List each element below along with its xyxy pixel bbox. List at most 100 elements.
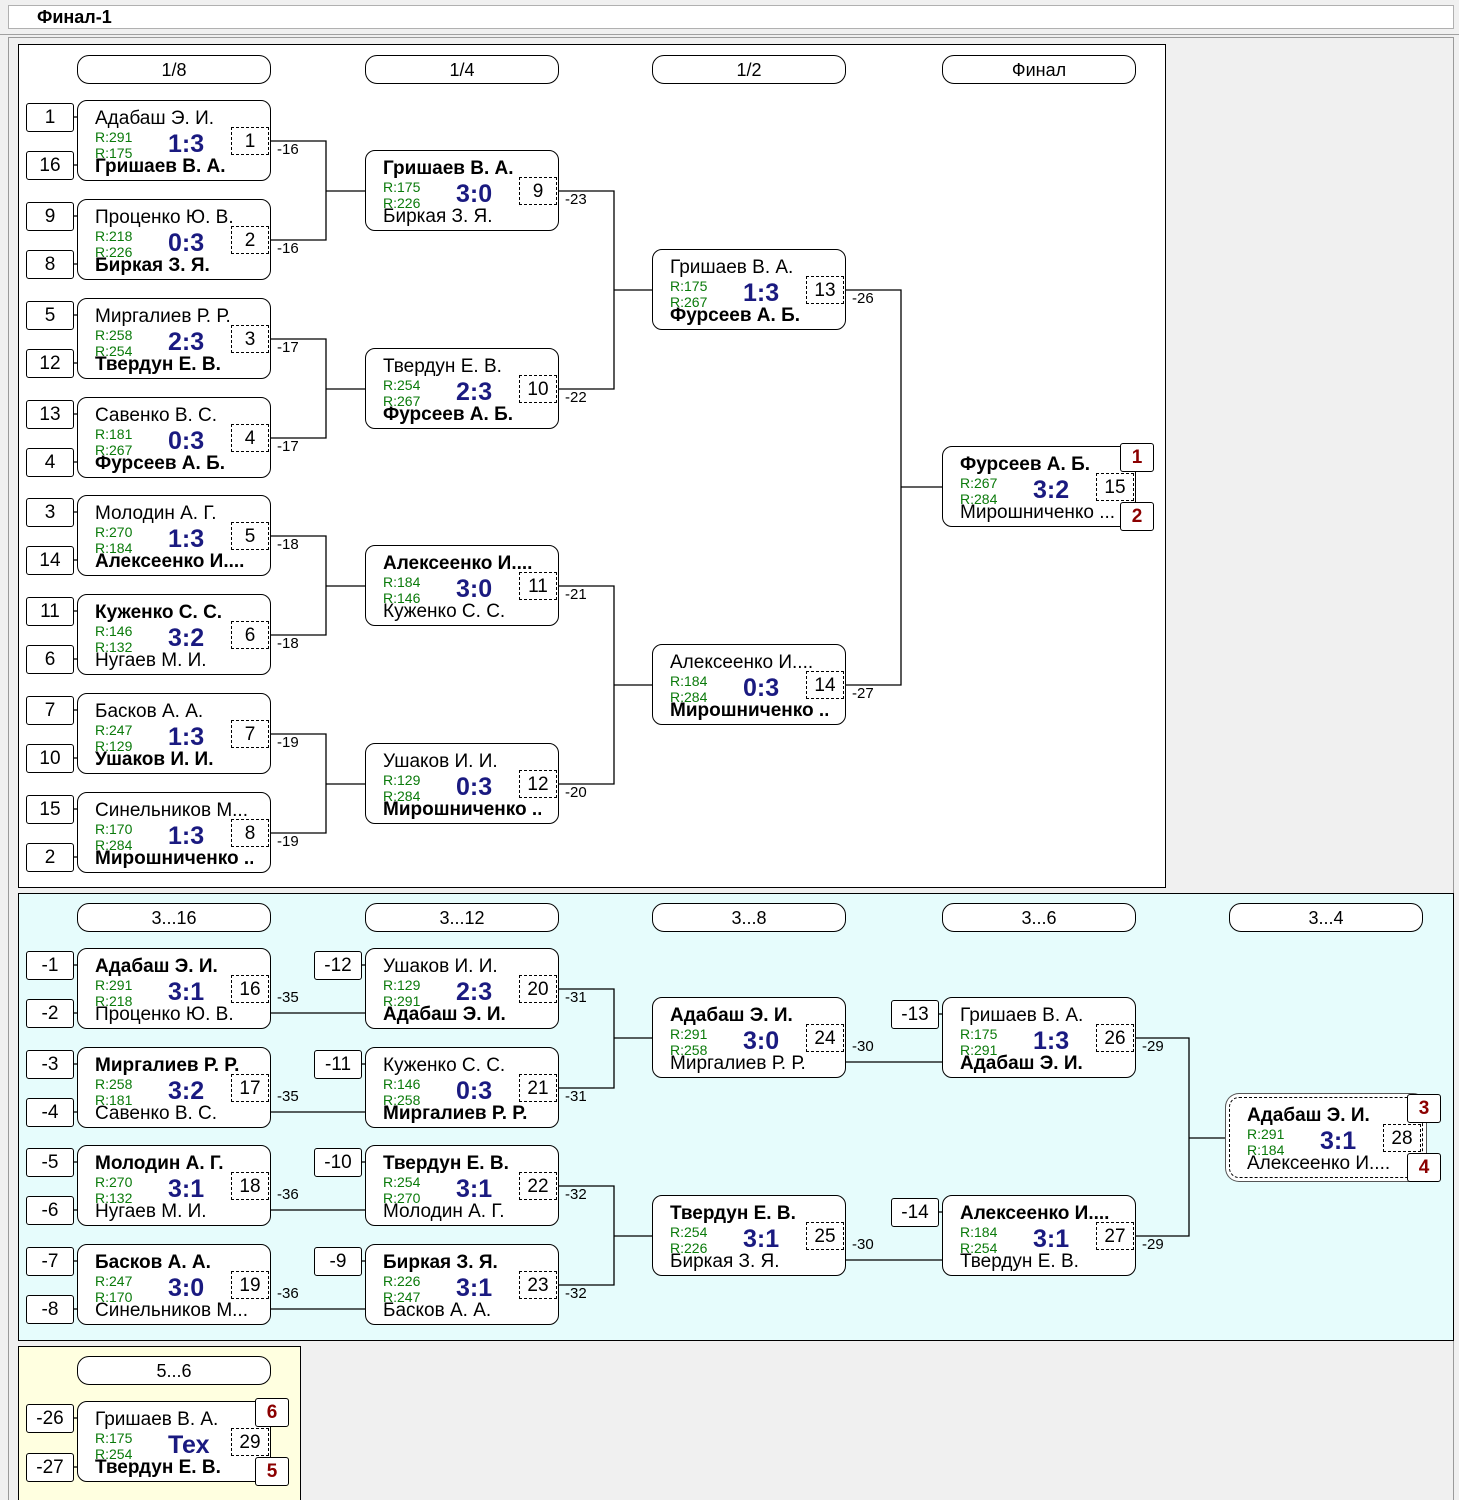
round-header: 3...6 (942, 903, 1136, 932)
rating-bottom: R:284 (95, 837, 133, 853)
rating-top: R:175 (95, 1430, 133, 1446)
loser-destination: -29 (1142, 1038, 1164, 1055)
loser-destination: -16 (277, 141, 299, 158)
match-score: 3:1 (168, 978, 205, 1006)
match-score: 3:2 (168, 1077, 205, 1105)
rating-bottom: R:184 (95, 540, 133, 556)
match-number: 19 (231, 1271, 269, 1299)
match-score: 0:3 (168, 229, 205, 257)
loser-destination: -17 (277, 438, 299, 455)
seed-number: -7 (26, 1247, 74, 1276)
player-top: Гришаев В. А. (95, 1409, 219, 1430)
player-top: Гришаев В. А. (670, 257, 794, 278)
loser-destination: -18 (277, 635, 299, 652)
player-top: Миргалиев Р. Р. (95, 1055, 240, 1076)
rating-top: R:258 (95, 1076, 133, 1092)
match-number: 21 (519, 1074, 557, 1102)
seed-number: 7 (26, 696, 74, 725)
seed-number: -10 (314, 1148, 362, 1177)
rating-bottom: R:181 (95, 1092, 133, 1108)
player-bottom: Фурсеев А. Б. (95, 453, 226, 474)
player-bottom: Мирошниченко ... (383, 799, 541, 820)
player-bottom: Твердун Е. В. (960, 1251, 1079, 1272)
match-score: 3:1 (743, 1225, 780, 1253)
seed-number: 2 (26, 843, 74, 872)
seed-number: -13 (891, 1000, 939, 1029)
rating-top: R:291 (95, 977, 133, 993)
match-score: 1:3 (1033, 1027, 1070, 1055)
rating-top: R:129 (383, 772, 421, 788)
rating-bottom: R:284 (960, 491, 998, 507)
match-number: 13 (806, 276, 844, 304)
match-number: 1 (231, 127, 269, 155)
rating-bottom: R:129 (95, 738, 133, 754)
place-badge: 2 (1120, 502, 1154, 531)
seed-number: 14 (26, 546, 74, 575)
rating-bottom: R:170 (95, 1289, 133, 1305)
seed-number: 5 (26, 301, 74, 330)
player-top: Твердун Е. В. (383, 356, 502, 377)
player-top: Куженко С. С. (95, 602, 223, 623)
player-bottom: Алексеенко И.... (95, 551, 245, 572)
player-bottom: Адабаш Э. И. (960, 1053, 1083, 1074)
player-top: Адабаш Э. И. (670, 1005, 793, 1026)
seed-number: 9 (26, 202, 74, 231)
rating-bottom: R:226 (383, 195, 421, 211)
match-score: 1:3 (168, 723, 205, 751)
match-score: 3:2 (1033, 476, 1070, 504)
round-header: Финал (942, 55, 1136, 84)
player-top: Биркая З. Я. (383, 1252, 498, 1273)
player-bottom: Мирошниченко ... (95, 848, 253, 869)
loser-destination: -35 (277, 1088, 299, 1105)
rating-bottom: R:184 (1247, 1142, 1285, 1158)
place-badge: 5 (255, 1457, 289, 1486)
player-top: Ушаков И. И. (383, 956, 498, 977)
seed-number: -5 (26, 1148, 74, 1177)
rating-top: R:146 (383, 1076, 421, 1092)
seed-number: -9 (314, 1247, 362, 1276)
rating-bottom: R:218 (95, 993, 133, 1009)
match-score: 3:1 (1320, 1127, 1357, 1155)
match-number: 9 (519, 177, 557, 205)
player-top: Алексеенко И.... (383, 553, 533, 574)
round-header: 1/8 (77, 55, 271, 84)
rating-top: R:247 (95, 722, 133, 738)
rating-top: R:270 (95, 1174, 133, 1190)
player-top: Ушаков И. И. (383, 751, 498, 772)
rating-top: R:181 (95, 426, 133, 442)
seed-number: 8 (26, 250, 74, 279)
player-bottom: Синельников М... (95, 1300, 248, 1321)
round-header: 3...16 (77, 903, 271, 932)
match-number: 24 (806, 1024, 844, 1052)
place-badge: 6 (255, 1398, 289, 1427)
